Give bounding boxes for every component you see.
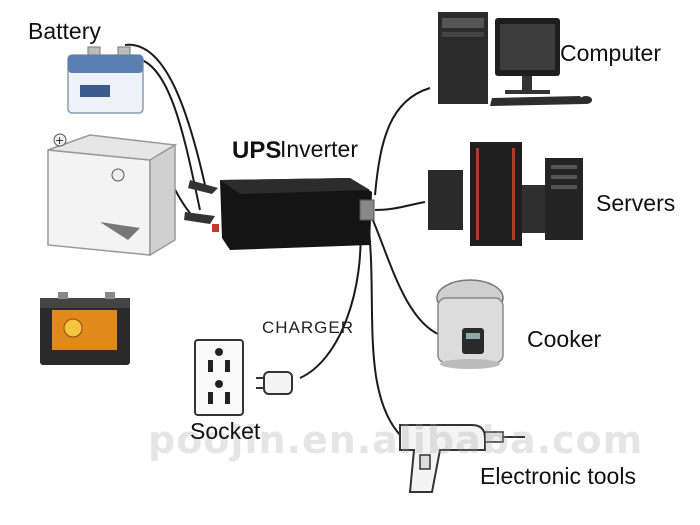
label-socket: Socket [190,418,261,444]
drill-icon [399,424,525,493]
svg-text:+: + [55,134,64,147]
label-cooker: Cooker [527,326,602,352]
label-electronic-tools: Electronic tools [480,463,636,489]
battery-car-icon: + [47,133,178,257]
label-charger: CHARGER [262,318,355,337]
wire-servers [374,201,426,211]
wire-computer [374,87,431,196]
wire-battery-top-1 [124,43,206,186]
socket-icon [194,339,244,416]
battery-sealed-icon [67,46,144,114]
label-computer: Computer [560,40,661,66]
wire-cooker [371,217,441,336]
wire-tools [367,221,401,436]
label-servers: Servers [596,190,676,216]
cooker-icon [436,279,504,369]
label-battery: Battery [28,18,101,44]
label-inverter: Inverter [280,136,358,162]
computer-icon [438,12,592,106]
battery-orange-icon [40,292,130,365]
watermark-text: poojin.en.alibaba.com [148,418,644,462]
servers-icon [428,142,583,246]
plug-icon [256,371,293,395]
label-ups: UPS [232,137,282,164]
ups-inverter-icon [220,178,375,250]
clamp-icon [184,180,219,232]
